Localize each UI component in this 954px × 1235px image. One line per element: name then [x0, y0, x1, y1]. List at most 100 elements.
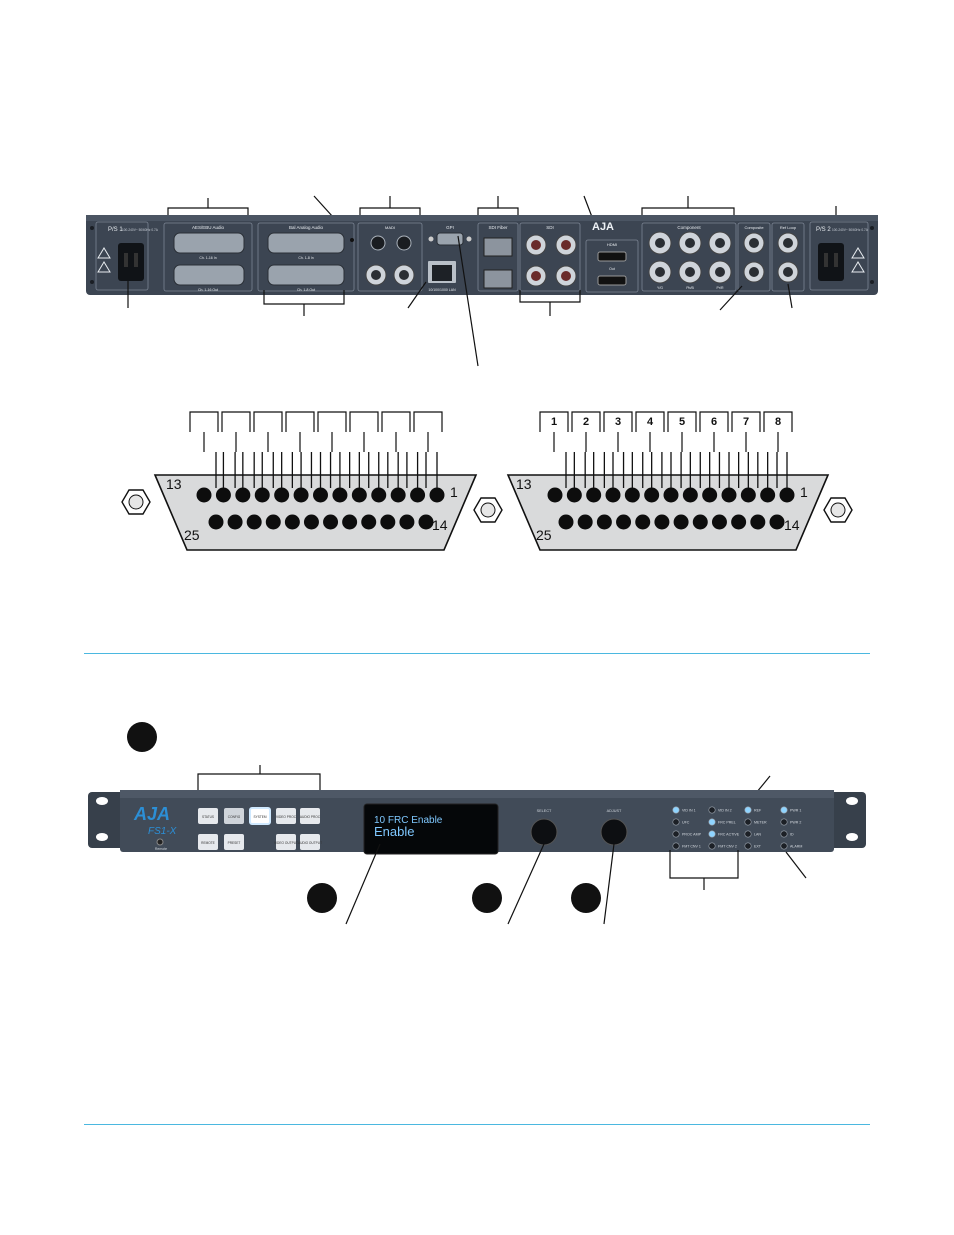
hdmi-out-port[interactable]: [597, 275, 627, 286]
status-led-label-4-4: ALARM: [790, 845, 802, 849]
status-led-label-3-1: REF: [754, 809, 762, 813]
madi-bnc-in[interactable]: [371, 270, 381, 280]
lcd-display: [363, 803, 499, 855]
bal-out-connector[interactable]: [267, 264, 345, 286]
status-led-3-1: [744, 806, 752, 814]
ps1-rating: 100-240V~ 50/60Hz 0.7A: [122, 228, 159, 232]
ground-screw: [350, 238, 354, 242]
channel-bracket-left-7: [381, 411, 411, 432]
select-knob[interactable]: [530, 818, 558, 846]
ref-loop-label: Ref Loop: [780, 225, 797, 230]
aes-out-connector[interactable]: [173, 264, 245, 286]
status-led-4-2: [780, 818, 788, 826]
status-led-label-3-2: METER: [754, 821, 767, 825]
sfp-slot-2[interactable]: [483, 269, 513, 289]
comp-y-label: Y/G: [657, 286, 663, 290]
front-button-5[interactable]: REMOTE: [198, 834, 218, 850]
bal-in-connector[interactable]: [267, 232, 345, 254]
pin-top-left-7: [313, 487, 328, 503]
comp-pb-label: Pb/B: [686, 286, 694, 290]
channel-bracket-left-1: [189, 411, 219, 432]
madi-bnc-out[interactable]: [399, 270, 409, 280]
pin-top-right-2: [566, 487, 582, 503]
bal-out-label: Ch. 1-8 Out: [297, 288, 315, 292]
madi-optical-in[interactable]: [370, 235, 386, 251]
front-button-3[interactable]: VIDEO PROC: [276, 808, 297, 824]
callout-dot-lcd: [307, 883, 337, 913]
front-button-label-5: REMOTE: [201, 841, 215, 845]
pin-bottom-left-12: [418, 514, 434, 530]
bal-in-label: Ch. 1-8 In: [298, 256, 313, 260]
ref-in[interactable]: [783, 238, 793, 248]
comp-pr-label: Pr/R: [717, 286, 724, 290]
remote-ir-sensor: [156, 838, 164, 846]
front-button-7[interactable]: VIDEO OUTPUT: [274, 834, 298, 850]
channel-bracket-left-2: [221, 411, 251, 432]
hdmi-out-label: Out: [609, 267, 615, 271]
pin-1-label-right: 1: [800, 484, 808, 500]
front-button-6[interactable]: PRESET: [224, 834, 244, 850]
composite-in[interactable]: [749, 238, 759, 248]
remote-label: Remote: [155, 847, 167, 851]
pin-top-left-13: [429, 487, 445, 503]
status-led-label-4-2: PWR 2: [790, 821, 801, 825]
adjust-knob[interactable]: [600, 818, 628, 846]
composite-label: Composite: [744, 225, 764, 230]
pin-bottom-right-8: [692, 514, 708, 530]
status-led-4-3: [780, 830, 788, 838]
ps2-rating: 100-240V~ 50/60Hz 0.7A: [832, 228, 869, 232]
madi-optical-out[interactable]: [396, 235, 412, 251]
channel-number-7: 7: [743, 416, 749, 428]
rack-ear-right: [828, 792, 866, 848]
pin-bottom-right-9: [711, 514, 727, 530]
status-led-label-1-2: UFC: [682, 821, 690, 825]
hex-nut-right: [823, 497, 853, 523]
pin-bottom-right-2: [577, 514, 593, 530]
pin-top-left-1: [196, 487, 212, 503]
channel-number-6: 6: [711, 416, 717, 428]
channel-bracket-right-2: [571, 411, 601, 432]
ref-out[interactable]: [783, 267, 793, 277]
channel-bracket-left-6: [349, 411, 379, 432]
pin-bottom-left-5: [284, 514, 300, 530]
channel-bracket-left-4: [285, 411, 315, 432]
status-led-label-1-1: VID IN 1: [682, 809, 696, 813]
hdmi-in-port[interactable]: [597, 251, 627, 262]
channel-bracket-left-3: [253, 411, 283, 432]
power-inlet-1[interactable]: [118, 243, 144, 281]
front-button-1[interactable]: CONFIG: [224, 808, 244, 824]
power-inlet-2[interactable]: [818, 243, 844, 281]
pin-top-right-4: [605, 487, 621, 503]
channel-bracket-left-8: [413, 411, 443, 432]
adjust-knob-label: ADJUST: [607, 809, 622, 813]
channel-number-2: 2: [583, 416, 589, 428]
rack-ear-left: [88, 792, 126, 848]
front-button-2[interactable]: SYSTEM: [249, 807, 271, 825]
composite-out[interactable]: [749, 267, 759, 277]
pin-top-right-1: [547, 487, 563, 503]
pin-top-left-8: [332, 487, 348, 503]
aes-in-connector[interactable]: [173, 232, 245, 254]
warning-icon: [851, 247, 865, 273]
front-button-0[interactable]: STATUS: [198, 808, 218, 824]
pin-top-left-10: [371, 487, 387, 503]
pin-bottom-left-9: [361, 514, 377, 530]
component-bnc-group[interactable]: [648, 231, 732, 284]
pin-top-right-12: [760, 487, 776, 503]
front-button-4[interactable]: AUDIO PROC: [300, 808, 321, 824]
pin-bottom-right-4: [616, 514, 632, 530]
hex-nut-left: [121, 489, 151, 515]
pin-top-left-11: [390, 487, 406, 503]
status-led-2-2: [708, 818, 716, 826]
status-led-1-2: [672, 818, 680, 826]
status-led-1-1: [672, 806, 680, 814]
channel-bracket-left-5: [317, 411, 347, 432]
sfp-slot-1[interactable]: [483, 237, 513, 257]
sdi-bnc-group[interactable]: [525, 234, 577, 287]
status-led-3-4: [744, 842, 752, 850]
model-label: FS1-X: [148, 826, 177, 837]
front-button-8[interactable]: AUDIO OUTPUT: [298, 834, 322, 850]
front-button-label-4: AUDIO PROC: [300, 815, 321, 819]
gpi-connector[interactable]: [436, 232, 464, 246]
rear-panel-diagram: P/S 1 100-240V~ 50/60Hz 0.7A AES/EBU Aud…: [86, 195, 878, 367]
